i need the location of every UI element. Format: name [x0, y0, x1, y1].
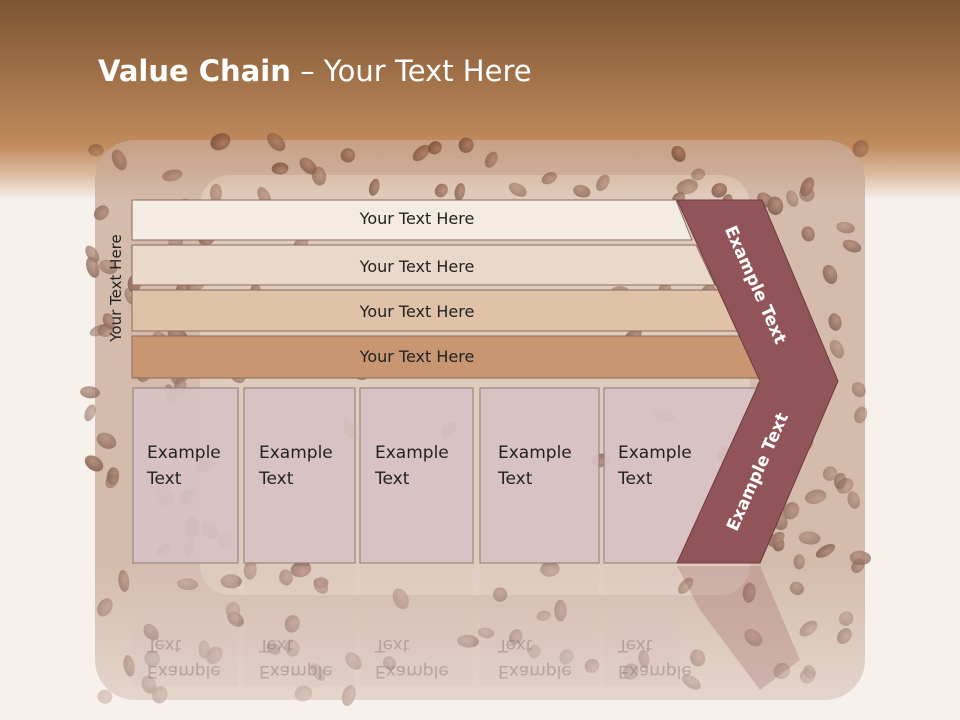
bar-1-label: Your Text Here — [359, 209, 475, 228]
coffee-bean — [96, 432, 117, 449]
coffee-bean — [711, 182, 727, 198]
box-3-line2: Text — [375, 469, 410, 489]
coffee-bean — [691, 168, 706, 181]
activity-box-3 — [359, 387, 474, 564]
coffee-bean — [368, 178, 380, 196]
coffee-bean — [836, 221, 855, 234]
coffee-bean — [786, 190, 799, 208]
coffee-bean — [434, 183, 448, 198]
coffee-bean — [836, 478, 854, 494]
bar-3-label: Your Text Here — [359, 302, 475, 321]
coffee-bean — [822, 466, 838, 481]
coffee-bean — [573, 184, 591, 198]
coffee-bean — [80, 386, 100, 399]
coffee-bean — [508, 182, 527, 197]
coffee-bean — [804, 489, 827, 505]
coffee-bean — [97, 323, 113, 338]
side-label-text: Your Text Here — [107, 234, 125, 342]
coffee-bean — [783, 502, 800, 520]
box-5-line2: Text — [618, 469, 653, 489]
coffee-bean — [428, 141, 442, 155]
box-5-line1: Example — [618, 443, 692, 463]
coffee-bean — [851, 382, 866, 398]
activity-box-2 — [243, 387, 356, 564]
coffee-bean — [852, 140, 869, 158]
coffee-bean — [800, 177, 815, 197]
coffee-bean — [822, 264, 838, 285]
coffee-bean — [842, 239, 862, 253]
box-2-line1: Example — [259, 443, 333, 463]
coffee-bean — [210, 133, 231, 151]
activity-box-4 — [479, 387, 600, 564]
title-rest: – Your Text Here — [290, 54, 532, 88]
bar-1 — [131, 199, 693, 241]
coffee-bean — [454, 183, 466, 201]
coffee-bean — [88, 144, 104, 157]
activity-box-1 — [132, 387, 239, 564]
box-1-line2: Text — [147, 469, 182, 489]
coffee-bean — [676, 179, 699, 195]
box-4-line2: Text — [498, 469, 533, 489]
coffee-bean — [541, 172, 557, 185]
coffee-bean — [596, 174, 610, 192]
bar-2 — [131, 244, 716, 286]
coffee-bean — [340, 148, 356, 163]
coffee-bean — [105, 474, 119, 489]
coffee-bean — [86, 256, 100, 278]
coffee-bean — [768, 531, 785, 547]
bar-4-label: Your Text Here — [359, 347, 475, 366]
coffee-bean — [412, 144, 430, 162]
bottom-fade — [0, 560, 960, 720]
coffee-bean — [99, 259, 118, 275]
coffee-bean — [828, 313, 842, 331]
box-3-line1: Example — [375, 443, 449, 463]
slide-title: Value Chain – Your Text Here — [98, 54, 532, 88]
coffee-bean — [484, 151, 498, 168]
coffee-bean — [854, 406, 868, 424]
coffee-bean — [271, 162, 289, 175]
coffee-bean — [847, 491, 861, 509]
coffee-bean — [671, 145, 686, 162]
chevron-reflection — [677, 566, 800, 690]
margin-chevron — [676, 199, 839, 564]
coffee-bean — [458, 137, 474, 153]
coffee-bean — [815, 543, 836, 558]
coffee-bean — [829, 339, 845, 359]
coffee-bean — [84, 404, 96, 422]
coffee-bean — [209, 183, 223, 203]
coffee-bean — [798, 531, 821, 545]
box-4-line1: Example — [498, 443, 572, 463]
coffee-bean — [299, 157, 317, 175]
box-2-line2: Text — [259, 469, 294, 489]
title-bold: Value Chain — [98, 54, 291, 88]
box-reflections — [133, 566, 679, 686]
coffee-bean — [111, 149, 127, 171]
coffee-bean — [267, 132, 286, 152]
bar-2-label: Your Text Here — [359, 257, 475, 276]
coffee-bean — [162, 169, 183, 182]
coffee-bean — [93, 205, 109, 221]
coffee-bean — [311, 166, 327, 186]
coffee-bean — [767, 196, 784, 216]
coffee-bean — [84, 455, 104, 472]
coffee-bean — [801, 226, 815, 242]
box-1-line1: Example — [147, 443, 221, 463]
